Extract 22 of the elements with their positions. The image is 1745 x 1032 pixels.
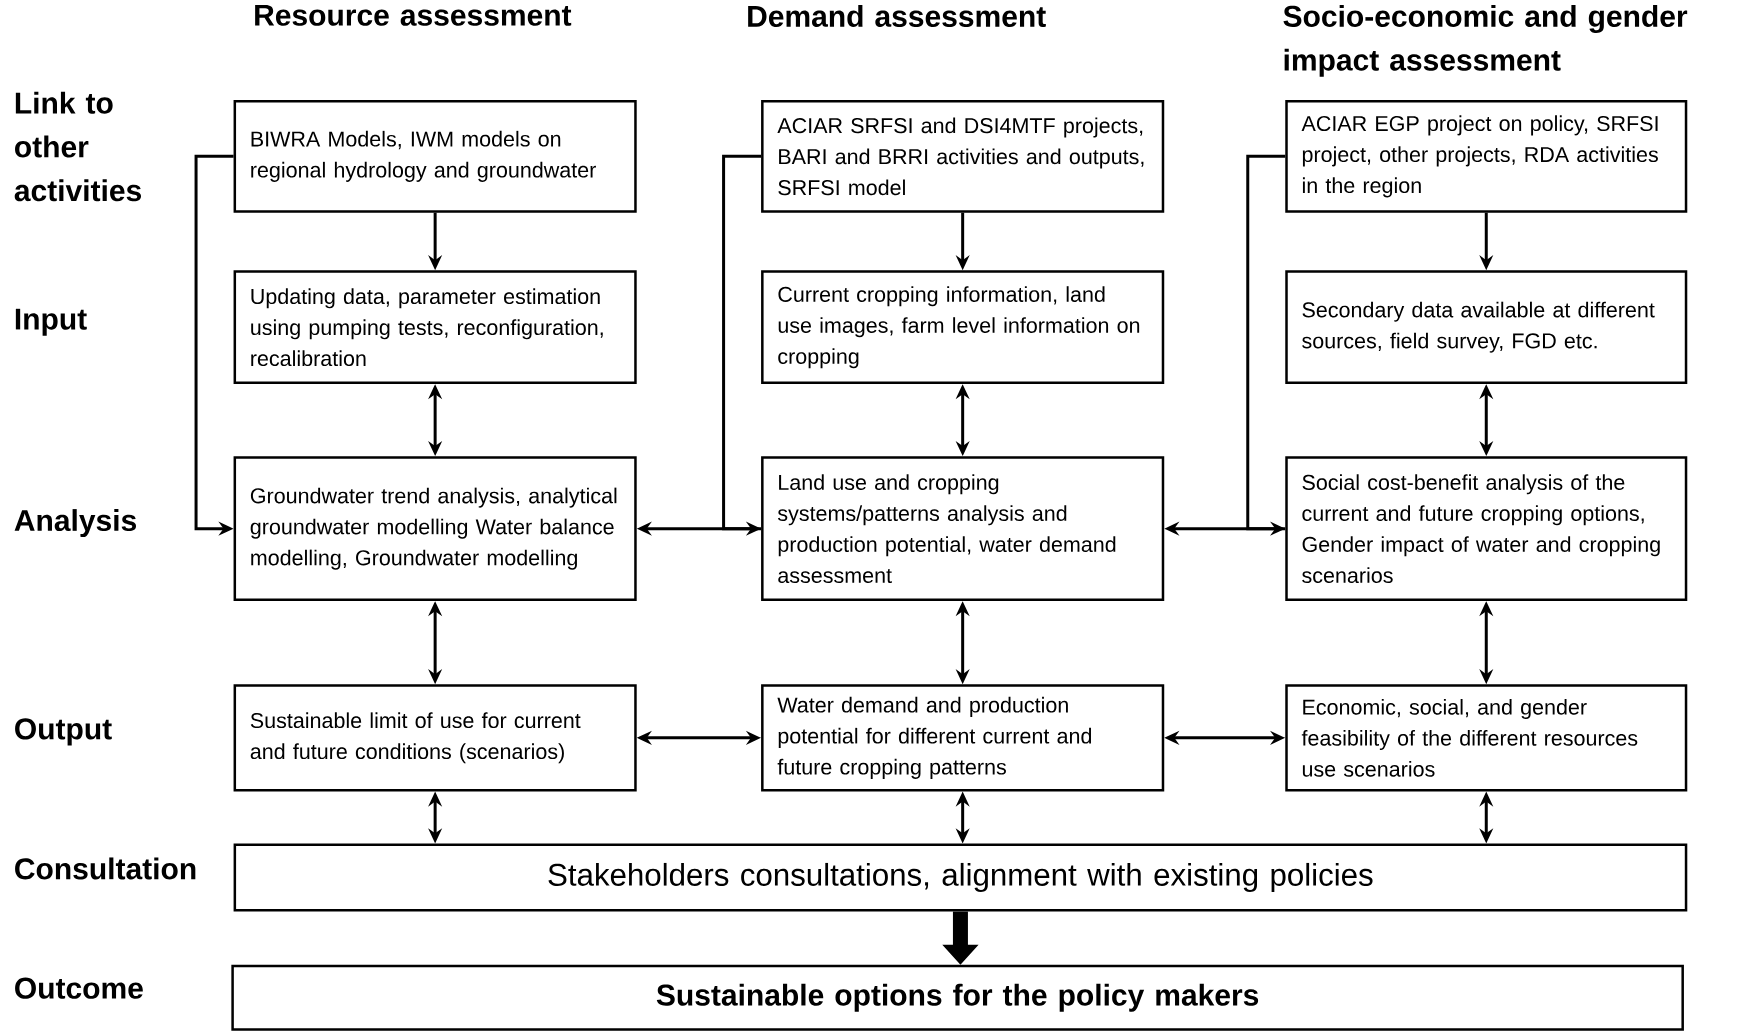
row-label: Analysis	[14, 509, 136, 538]
row-label: Output	[15, 718, 112, 746]
row-label: Link to other activities	[14, 91, 141, 202]
row-label: Input	[15, 308, 87, 336]
process-box: Land use and cropping systems/patterns analysis and production potential, water demand assessment	[761, 456, 1165, 602]
process-box: Secondary data available at different sources, field survey, FGD etc.	[1285, 270, 1688, 385]
process-box: Economic, social, and gender feasibility of the different resources use scenarios	[1285, 684, 1688, 792]
process-box: Updating data, parameter estimation using pumping tests, reconfiguration, recalibration	[233, 270, 637, 385]
process-box: ACIAR SRFSI and DSI4MTF projects, BARI and BRRI activities and outputs, SRFSI model	[761, 100, 1165, 213]
process-box: BIWRA Models, IWM models on regional hydrology and groundwater	[233, 100, 637, 213]
column-heading: Resource assessment	[255, 4, 572, 26]
consultation-box: Stakeholders consultations, alignment with existing policies	[233, 843, 1688, 912]
process-box: Social cost-benefit analysis of the current and future cropping options, Gender impact of water and cropping scenarios	[1285, 456, 1688, 602]
row-label: Outcome	[15, 977, 143, 999]
outcome-box: Sustainable options for the policy makers	[231, 964, 1684, 1031]
column-heading: Demand assessment	[748, 4, 1046, 27]
process-box: ACIAR EGP project on policy, SRFSI project, other projects, RDA activities in the region	[1285, 100, 1688, 213]
process-box: Water demand and production potential for different current and future cropping patterns	[761, 684, 1165, 792]
process-box: Groundwater trend analysis, analytical groundwater modelling Water balance modelling, Groundwater modelling	[233, 456, 637, 602]
process-box: Sustainable limit of use for current and future conditions (scenarios)	[233, 684, 637, 792]
row-label: Consultation	[15, 857, 196, 880]
process-box: Current cropping information, land use images, farm level information on cropping	[761, 270, 1165, 385]
